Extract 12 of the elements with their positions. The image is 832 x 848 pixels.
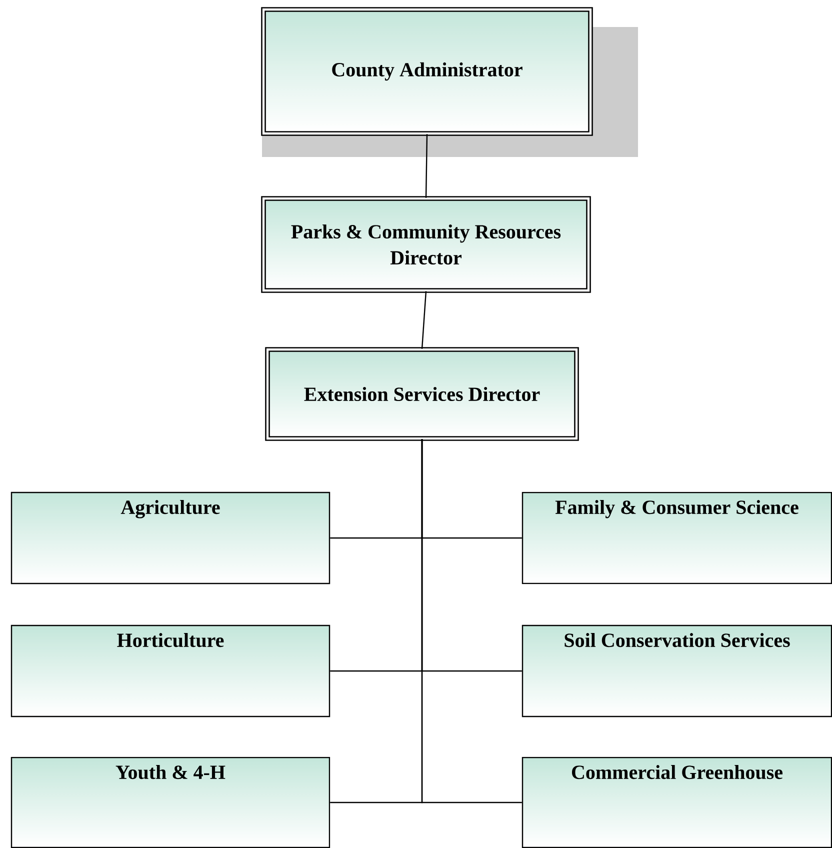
process-box: Soil Conservation Services <box>522 624 832 718</box>
connector-line <box>421 291 427 349</box>
process-box: Agriculture <box>10 492 330 584</box>
process-box: Youth & 4-H <box>10 756 330 848</box>
connector-line <box>421 439 522 804</box>
process-box: Family & Consumer Science <box>522 492 832 584</box>
title-box: Extension Services Director <box>265 347 579 441</box>
connector-line <box>425 134 428 198</box>
title-box: Parks & Community Resources Director <box>261 196 591 293</box>
process-box: Horticulture <box>10 624 330 718</box>
title-box: County Administrator <box>261 7 593 136</box>
process-box: Commercial Greenhouse <box>522 756 832 848</box>
